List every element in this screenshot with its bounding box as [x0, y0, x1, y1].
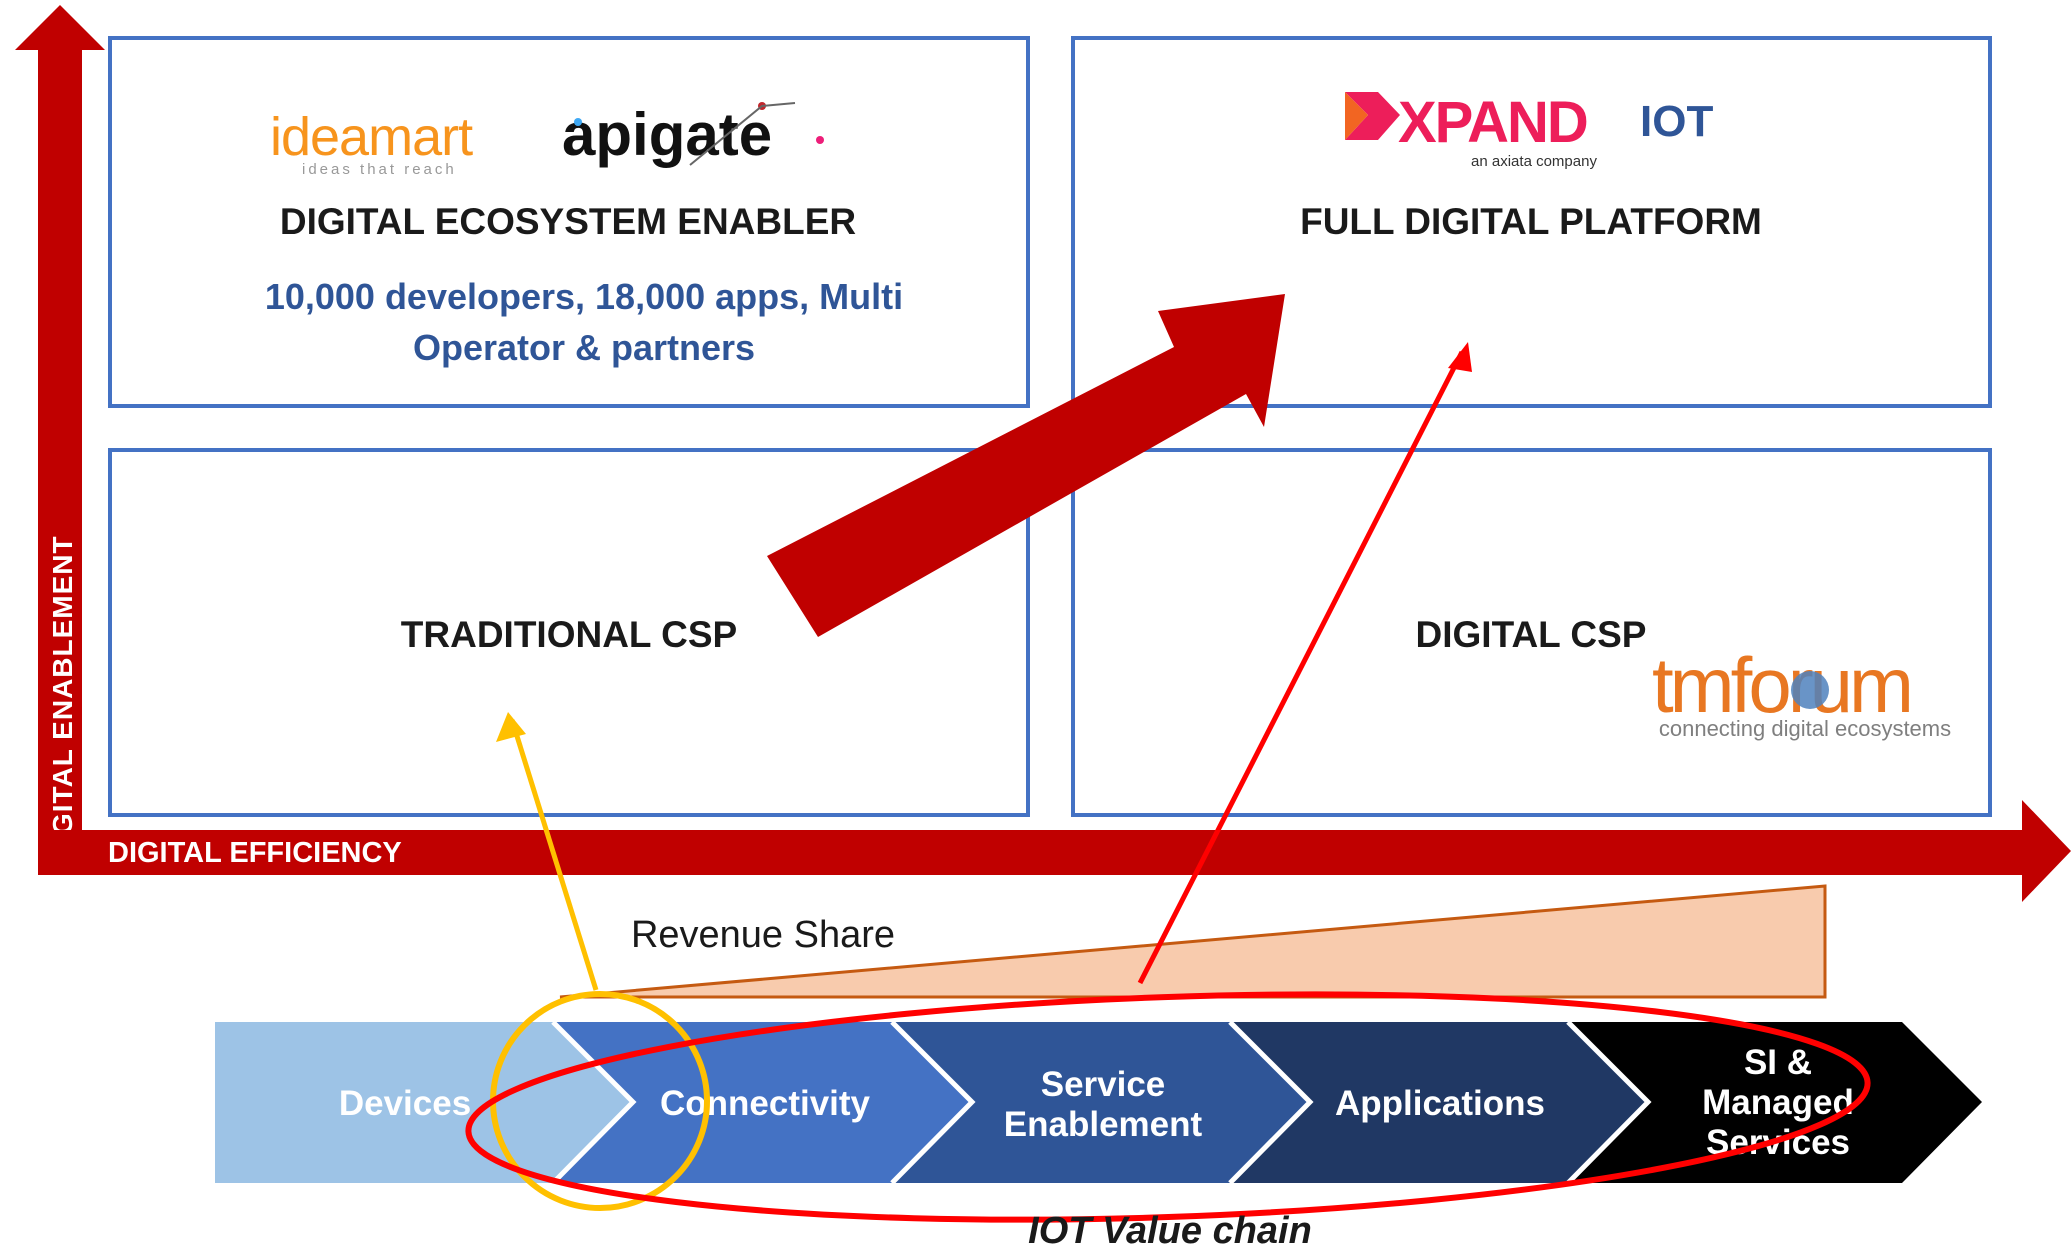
- ideamart-wordmark: ideamart: [270, 107, 473, 167]
- growth-arrow: [767, 294, 1285, 637]
- step-label-service-line2: Enablement: [1004, 1105, 1203, 1144]
- step-label-connectivity: Connectivity: [660, 1084, 871, 1123]
- iot-value-chain-ellipse: [465, 991, 1871, 1223]
- chevron-connectivity: [553, 1022, 972, 1183]
- chevron-si-managed-services: [1568, 1022, 1982, 1183]
- xpand-x-mark-accent: [1345, 92, 1368, 140]
- chevron-service-enablement: [892, 1022, 1310, 1183]
- xpand-sub: an axiata company: [1471, 153, 1597, 170]
- top-left-desc-line1: 10,000 developers, 18,000 apps, Multi: [265, 276, 903, 317]
- step-label-si-line2: Managed: [1702, 1083, 1854, 1122]
- full-digital-platform-arrowhead: [1448, 342, 1472, 372]
- chevron-separator: [1566, 1020, 1652, 1185]
- horizontal-axis-arrow: [38, 800, 2071, 902]
- step-label-service-line1: Service: [1041, 1065, 1166, 1104]
- ideamart-tagline: ideas that reach: [302, 161, 457, 178]
- step-label-si-line1: SI &: [1744, 1043, 1812, 1082]
- apigate-logo: apigate: [562, 101, 824, 168]
- top-left-desc-line2: Operator & partners: [413, 327, 755, 368]
- step-label-applications: Applications: [1335, 1084, 1545, 1123]
- vertical-axis-arrow: [15, 5, 105, 875]
- iot-label: IOT: [1640, 97, 1713, 146]
- revenue-share-label: Revenue Share: [631, 914, 895, 956]
- tmforum-tagline: connecting digital ecosystems: [1659, 716, 1951, 741]
- apigate-dot-1: [574, 118, 582, 126]
- vertical-axis-label: DIGITAL ENABLEMENT: [47, 535, 78, 865]
- step-label-devices: Devices: [339, 1084, 471, 1123]
- tmforum-logo: tmforum connecting digital ecosystems: [1652, 641, 1951, 741]
- traditional-csp-arrow: [509, 718, 599, 991]
- chevron-separator: [551, 1020, 637, 1185]
- xpand-wordmark: XPAND: [1398, 90, 1587, 155]
- apigate-wordmark: apigate: [562, 101, 772, 168]
- quadrant-top-left: [108, 36, 1030, 408]
- quadrant-bottom-right: [1071, 448, 1992, 817]
- bottom-right-title: DIGITAL CSP: [1416, 614, 1647, 655]
- chevron-separator: [1228, 1020, 1314, 1185]
- chevron-applications: [1230, 1022, 1648, 1183]
- top-left-title: DIGITAL ECOSYSTEM ENABLER: [280, 201, 856, 242]
- top-right-title: FULL DIGITAL PLATFORM: [1300, 201, 1762, 242]
- apigate-dot-3: [816, 136, 824, 144]
- full-digital-platform-arrow: [1137, 350, 1465, 985]
- value-chain-caption: IOT Value chain: [1028, 1210, 1312, 1251]
- ideamart-logo: ideamart ideas that reach: [270, 107, 474, 178]
- value-chain: [215, 1020, 1982, 1185]
- bottom-left-title: TRADITIONAL CSP: [401, 614, 737, 655]
- xpand-x-mark: [1345, 92, 1400, 140]
- tmforum-wordmark: tmforum: [1652, 641, 1910, 729]
- horizontal-axis-label: DIGITAL EFFICIENCY: [108, 837, 402, 869]
- traditional-csp-arrowhead: [496, 712, 526, 742]
- chevron-devices: [215, 1022, 633, 1183]
- xpand-logo: XPAND an axiata company: [1345, 90, 1597, 170]
- tmforum-globe-icon: [1791, 671, 1829, 709]
- apigate-connector: [689, 102, 796, 166]
- chevron-separator: [890, 1020, 976, 1185]
